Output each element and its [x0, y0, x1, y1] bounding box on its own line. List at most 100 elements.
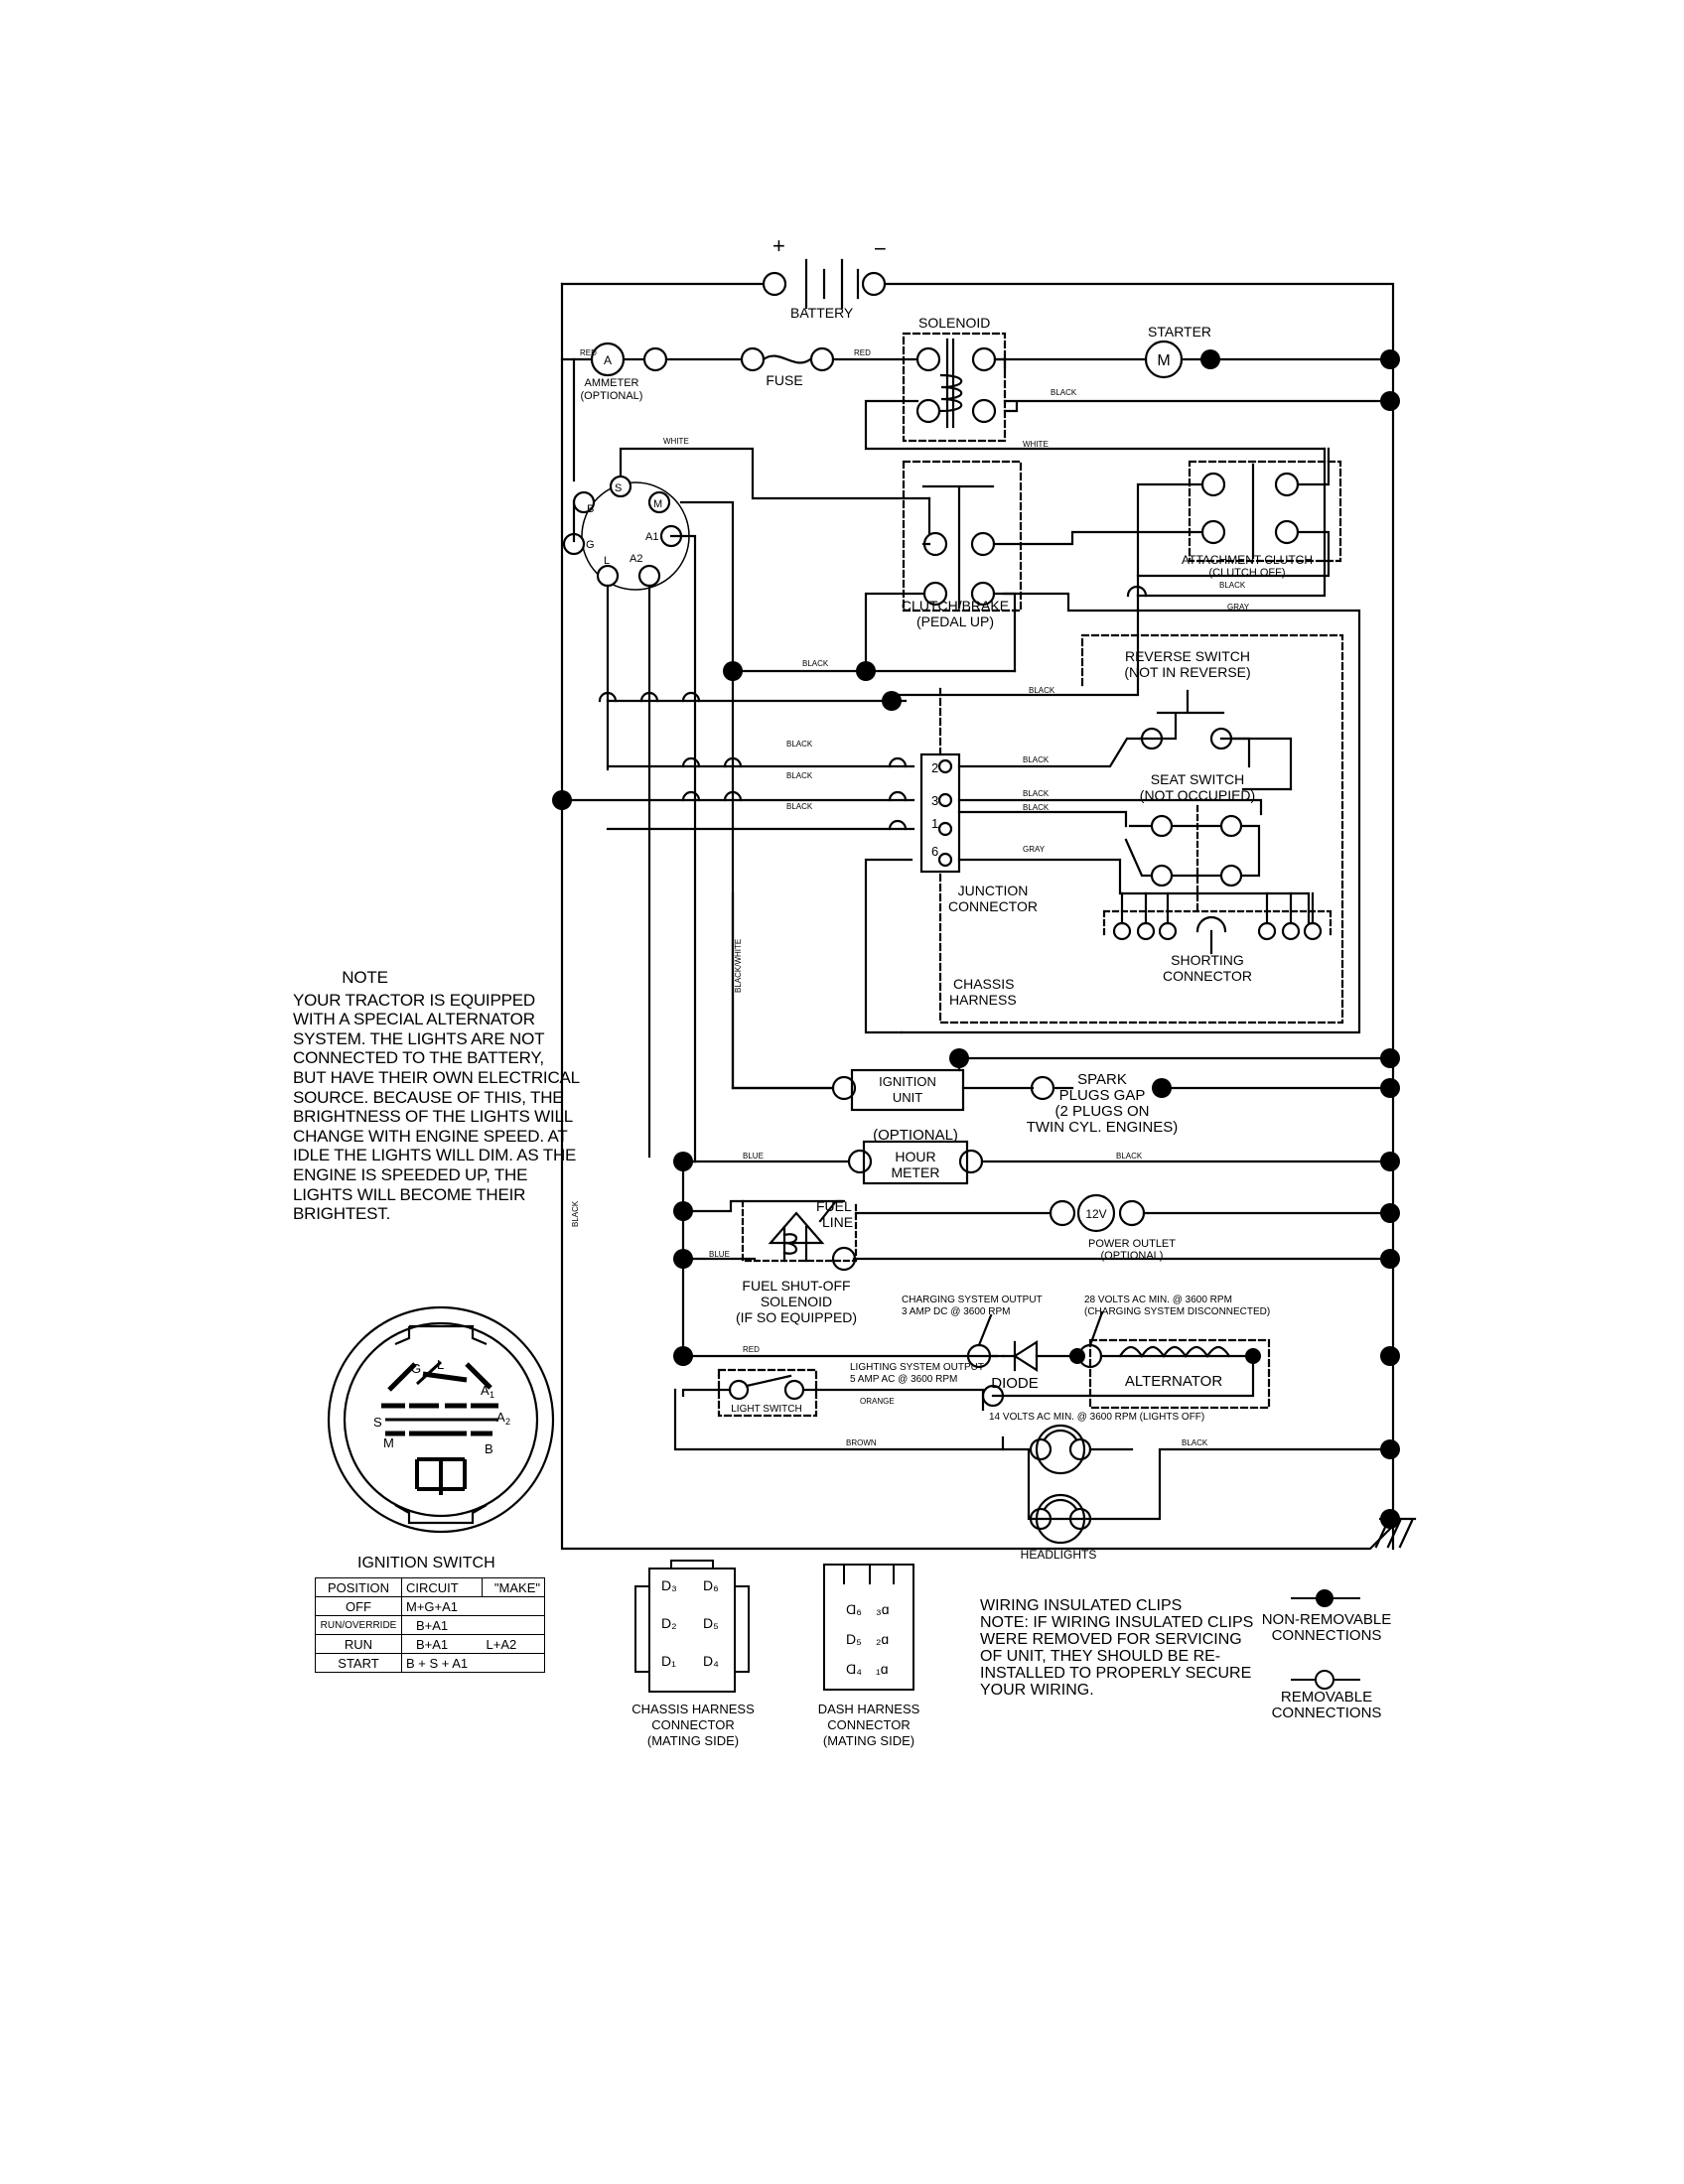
- ign-face-a1: A: [481, 1383, 490, 1398]
- cell-circuit: B+A1: [401, 1615, 545, 1635]
- lighting-output-label: LIGHTING SYSTEM OUTPUT: [850, 1362, 984, 1373]
- wire-white-top: WHITE: [663, 437, 689, 446]
- starter-label: STARTER: [1148, 324, 1211, 340]
- cell-circuit: B+A1: [401, 1634, 483, 1654]
- dash-pin-left-top: Ɑ₆: [846, 1601, 862, 1617]
- power-outlet-icon: 12V: [1085, 1207, 1106, 1221]
- fuel-line-label: FUEL: [816, 1198, 852, 1214]
- ign-terminal-m: M: [653, 498, 662, 510]
- wire-black-starter: BLACK: [1051, 388, 1077, 397]
- junction-sub-label: CONNECTOR: [948, 898, 1038, 914]
- wire-blue-fuel: BLUE: [709, 1250, 730, 1259]
- diode-label: DIODE: [991, 1375, 1039, 1392]
- dash-pin-right-mid: ₂ɑ: [876, 1631, 889, 1647]
- chassis-pin-d1: D₁: [661, 1653, 676, 1669]
- spark-twin-label: TWIN CYL. ENGINES): [1027, 1119, 1179, 1136]
- reverse-switch-label: REVERSE SWITCH: [1125, 648, 1250, 664]
- chassis-pin-d4: D₄: [703, 1653, 719, 1669]
- fuel-solenoid-note-label: (IF SO EQUIPPED): [736, 1309, 857, 1325]
- table-row: RUN/OVERRIDE B+A1: [315, 1615, 545, 1635]
- ign-face-a2: A: [496, 1410, 505, 1425]
- legend-removable-label: REMOVABLE: [1281, 1689, 1372, 1706]
- ign-terminal-b: B: [587, 503, 594, 515]
- ign-face-a1-sub: 1: [490, 1390, 494, 1400]
- ign-face-m: M: [383, 1435, 394, 1450]
- table-row: OFF M+G+A1: [315, 1596, 545, 1616]
- wire-black-r1: BLACK: [1023, 803, 1050, 812]
- ign-face-b: B: [485, 1441, 493, 1456]
- wire-red-charge: RED: [743, 1345, 760, 1354]
- legend-removable-icon: [1291, 1670, 1360, 1690]
- chassis-pin-d6: D₆: [703, 1577, 719, 1593]
- wire-black-attach: BLACK: [1219, 581, 1246, 590]
- hour-meter-label: HOUR: [895, 1149, 935, 1164]
- clutch-brake-sub-label: (PEDAL UP): [916, 614, 994, 629]
- lighting-output-value: 5 AMP AC @ 3600 RPM: [850, 1374, 957, 1385]
- ign-face-s: S: [373, 1415, 382, 1430]
- table-header-row: POSITION CIRCUIT "MAKE": [315, 1577, 545, 1597]
- non-removable-nodes: [552, 349, 1400, 1529]
- power-outlet-label: POWER OUTLET: [1088, 1238, 1176, 1250]
- ign-face-a2-sub: 2: [505, 1417, 510, 1427]
- chassis-connector-sub-label: CONNECTOR: [651, 1717, 735, 1732]
- dash-pin-left-mid: D₅: [846, 1631, 862, 1647]
- wire-gray-j6: GRAY: [1023, 845, 1046, 854]
- table-row: RUN B+A1 L+A2: [315, 1634, 545, 1654]
- note-body: YOUR TRACTOR IS EQUIPPED WITH A SPECIAL …: [293, 990, 580, 1224]
- shorting-label: SHORTING: [1171, 952, 1244, 968]
- wire-black-r3: BLACK: [1023, 789, 1050, 798]
- header-circuit: CIRCUIT: [401, 1577, 483, 1597]
- junction-pin-3: 3: [931, 793, 938, 808]
- wire-brown: BROWN: [846, 1438, 877, 1447]
- wire-black-mid: BLACK: [802, 659, 829, 668]
- wire-black-head: BLACK: [1182, 1438, 1208, 1447]
- spark-label: SPARK: [1077, 1071, 1127, 1088]
- wiring-clips-body: NOTE: IF WIRING INSULATED CLIPS WERE REM…: [980, 1614, 1254, 1699]
- legend-non-removable-sub-label: CONNECTIONS: [1272, 1627, 1382, 1644]
- attachment-clutch-sub-label: (CLUTCH OFF): [1209, 567, 1286, 579]
- ammeter-label: AMMETER: [585, 377, 639, 389]
- chassis-harness-sub-label: HARNESS: [949, 992, 1017, 1008]
- cell-position: OFF: [315, 1596, 402, 1616]
- chassis-pin-d3: D₃: [661, 1577, 677, 1593]
- wire-black-rev: BLACK: [1029, 686, 1055, 695]
- fuel-solenoid-label: FUEL SHUT-OFF: [742, 1278, 850, 1294]
- starter-motor-icon: M: [1157, 352, 1170, 369]
- header-position: POSITION: [315, 1577, 402, 1597]
- wire-white-solenoid: WHITE: [1023, 440, 1049, 449]
- volts28-sub-label: (CHARGING SYSTEM DISCONNECTED): [1084, 1306, 1270, 1317]
- junction-pin-6: 6: [931, 844, 938, 859]
- wire-gray-attach: GRAY: [1227, 603, 1250, 612]
- ignition-switch-face-icon: [327, 1305, 555, 1534]
- charging-output-value: 3 AMP DC @ 3600 RPM: [902, 1306, 1010, 1317]
- solenoid-label: SOLENOID: [918, 315, 990, 331]
- battery-minus-sign: −: [874, 236, 887, 261]
- ign-face-g: G: [411, 1361, 421, 1376]
- ign-terminal-a2: A2: [630, 553, 642, 565]
- wire-black-r2: BLACK: [1023, 755, 1050, 764]
- chassis-pin-d5: D₅: [703, 1615, 719, 1631]
- volts14-label: 14 VOLTS AC MIN. @ 3600 RPM (LIGHTS OFF): [989, 1412, 1204, 1423]
- chassis-harness-label: CHASSIS: [953, 976, 1014, 992]
- dash-pin-right-top: ₃ɑ: [876, 1601, 890, 1617]
- dash-harness-connector-icon: [823, 1564, 914, 1691]
- ign-terminal-l: L: [604, 555, 610, 567]
- dash-connector-side-label: (MATING SIDE): [823, 1733, 914, 1748]
- wire-orange: ORANGE: [860, 1397, 895, 1406]
- light-switch-label: LIGHT SWITCH: [731, 1404, 801, 1415]
- headlights-label: HEADLIGHTS: [1021, 1548, 1097, 1562]
- dash-connector-label: DASH HARNESS: [818, 1702, 920, 1716]
- ignition-switch-title: IGNITION SWITCH: [357, 1555, 495, 1571]
- dash-pin-right-bot: ₁ɑ: [876, 1661, 889, 1677]
- header-make: "MAKE": [482, 1577, 545, 1597]
- wire-black-j2: BLACK: [786, 771, 813, 780]
- ignition-unit-label: IGNITION: [879, 1074, 936, 1089]
- ign-terminal-g: G: [586, 539, 595, 551]
- hour-meter-optional-label: (OPTIONAL): [873, 1127, 958, 1144]
- attachment-clutch-label: ATTACHMENT CLUTCH: [1182, 553, 1313, 567]
- legend-removable-sub-label: CONNECTIONS: [1272, 1705, 1382, 1721]
- fuel-solenoid-sub-label: SOLENOID: [761, 1294, 832, 1309]
- wire-black-left: BLACK: [571, 1200, 580, 1227]
- ign-face-l: L: [437, 1357, 444, 1372]
